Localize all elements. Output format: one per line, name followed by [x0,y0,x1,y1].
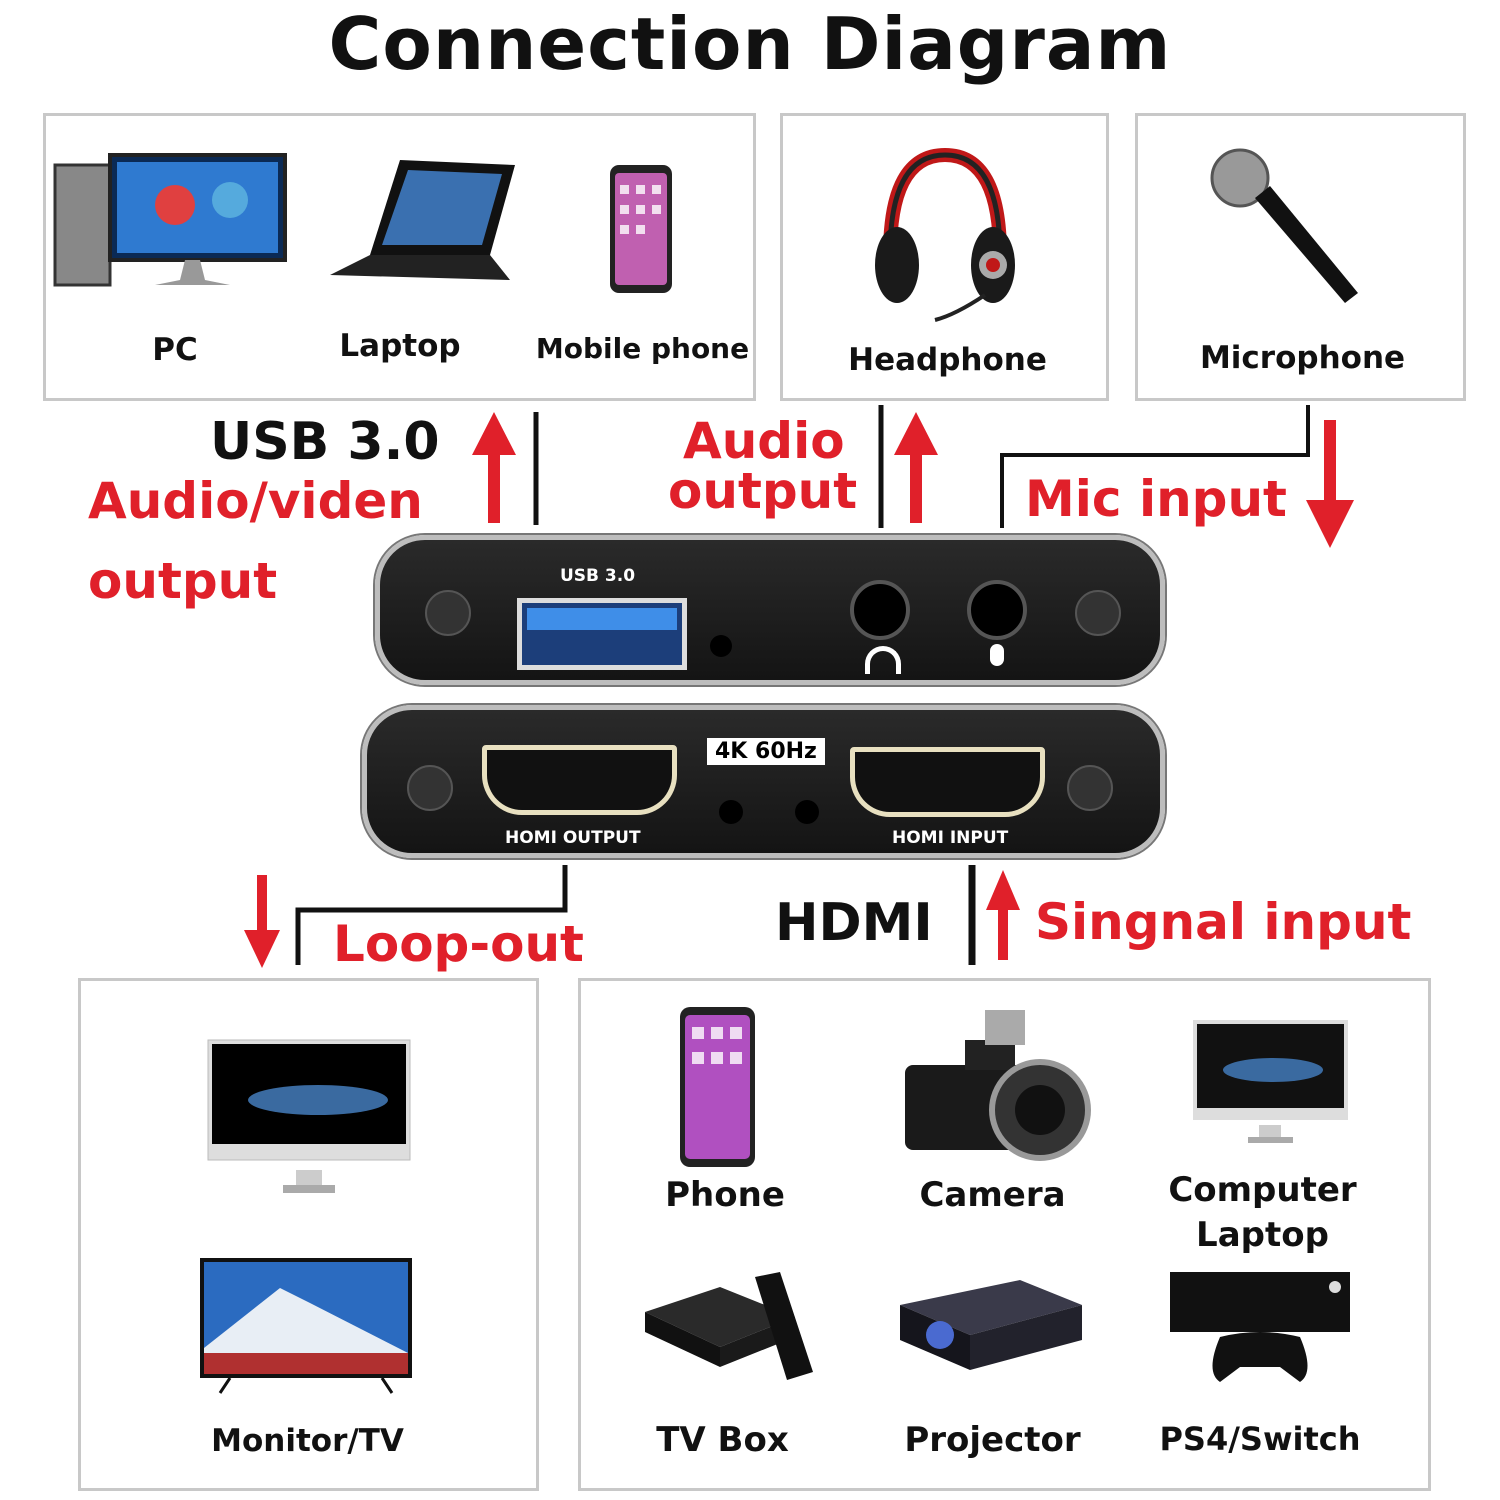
indicator-hole [710,635,732,657]
projector-icon [900,1280,1082,1370]
headphone-symbol-icon [865,646,901,674]
arrow-up-icon [472,412,516,523]
audio-output-label-1: Audio [683,412,845,470]
monitor-icon [207,1039,411,1193]
usb-port-label: USB 3.0 [560,566,636,586]
console-label: PS4/Switch [1159,1420,1361,1458]
phone-label: Phone [665,1175,785,1215]
audio-output-label-2: output [668,462,858,520]
mobile-phone-icon [610,165,672,293]
signal-input-label: Singnal input [1035,893,1412,951]
screw-icon [1067,765,1113,811]
laptop-label: Laptop [339,328,461,364]
loop-out-label: Loop-out [333,915,584,973]
headphone-icon [875,147,1015,322]
headphone-jack[interactable] [850,580,910,640]
hdmi-input-port[interactable] [850,747,1045,817]
screw-icon [1075,590,1121,636]
hdmi-output-port[interactable] [482,745,677,815]
computer-icon [1193,1020,1348,1143]
mic-input-label: Mic input [1025,470,1287,528]
indicator-hole [719,800,743,824]
screw-icon [425,590,471,636]
pc-label: PC [152,332,198,368]
laptop-icon [330,160,515,280]
microphone-icon [1210,148,1358,303]
arrow-down-icon [1306,420,1354,548]
hdmi-loop-cable-icon [295,865,568,965]
page-title: Connection Diagram [328,2,1172,86]
hdmi-output-label: HOMI OUTPUT [505,828,641,848]
usb-output-label-2: output [88,552,278,610]
resolution-badge: 4K 60Hz [707,738,825,765]
arrow-up-icon [894,412,938,523]
microphone-label: Microphone [1199,340,1406,376]
arrow-up-icon [986,870,1020,960]
mic-cable-icon [1000,405,1310,528]
monitor-tv-label: Monitor/TV [211,1423,404,1459]
usb-label: USB 3.0 [210,412,440,472]
usb-output-label-1: Audio/viden [88,472,423,530]
game-console-icon [1170,1272,1350,1382]
arrow-down-icon [244,875,280,968]
microphone-box [1135,113,1466,401]
tv-box-icon [645,1272,813,1380]
phone-icon [680,1007,755,1167]
pc-icon [53,153,287,287]
screw-icon [407,765,453,811]
usb-port[interactable] [517,598,687,670]
computer-label-2: Laptop [1196,1215,1329,1255]
capture-device-bottom-panel: 4K 60Hz HOMI OUTPUT HOMI INPUT [362,705,1165,858]
camera-icon [905,1010,1091,1161]
computer-label-1: Computer [1168,1170,1357,1210]
indicator-hole [795,800,819,824]
tv-box-label: TV Box [656,1420,789,1460]
hdmi-label: HDMI [775,893,933,953]
hdmi-input-label: HOMI INPUT [892,828,1009,848]
mic-jack[interactable] [967,580,1027,640]
tv-icon [200,1258,412,1394]
mic-symbol-icon [990,644,1004,666]
headphone-label: Headphone [848,342,1047,378]
capture-device-top-panel: USB 3.0 [375,535,1165,685]
camera-label: Camera [919,1175,1066,1215]
projector-label: Projector [904,1420,1081,1460]
mobile-phone-label: Mobile phone [535,332,750,365]
